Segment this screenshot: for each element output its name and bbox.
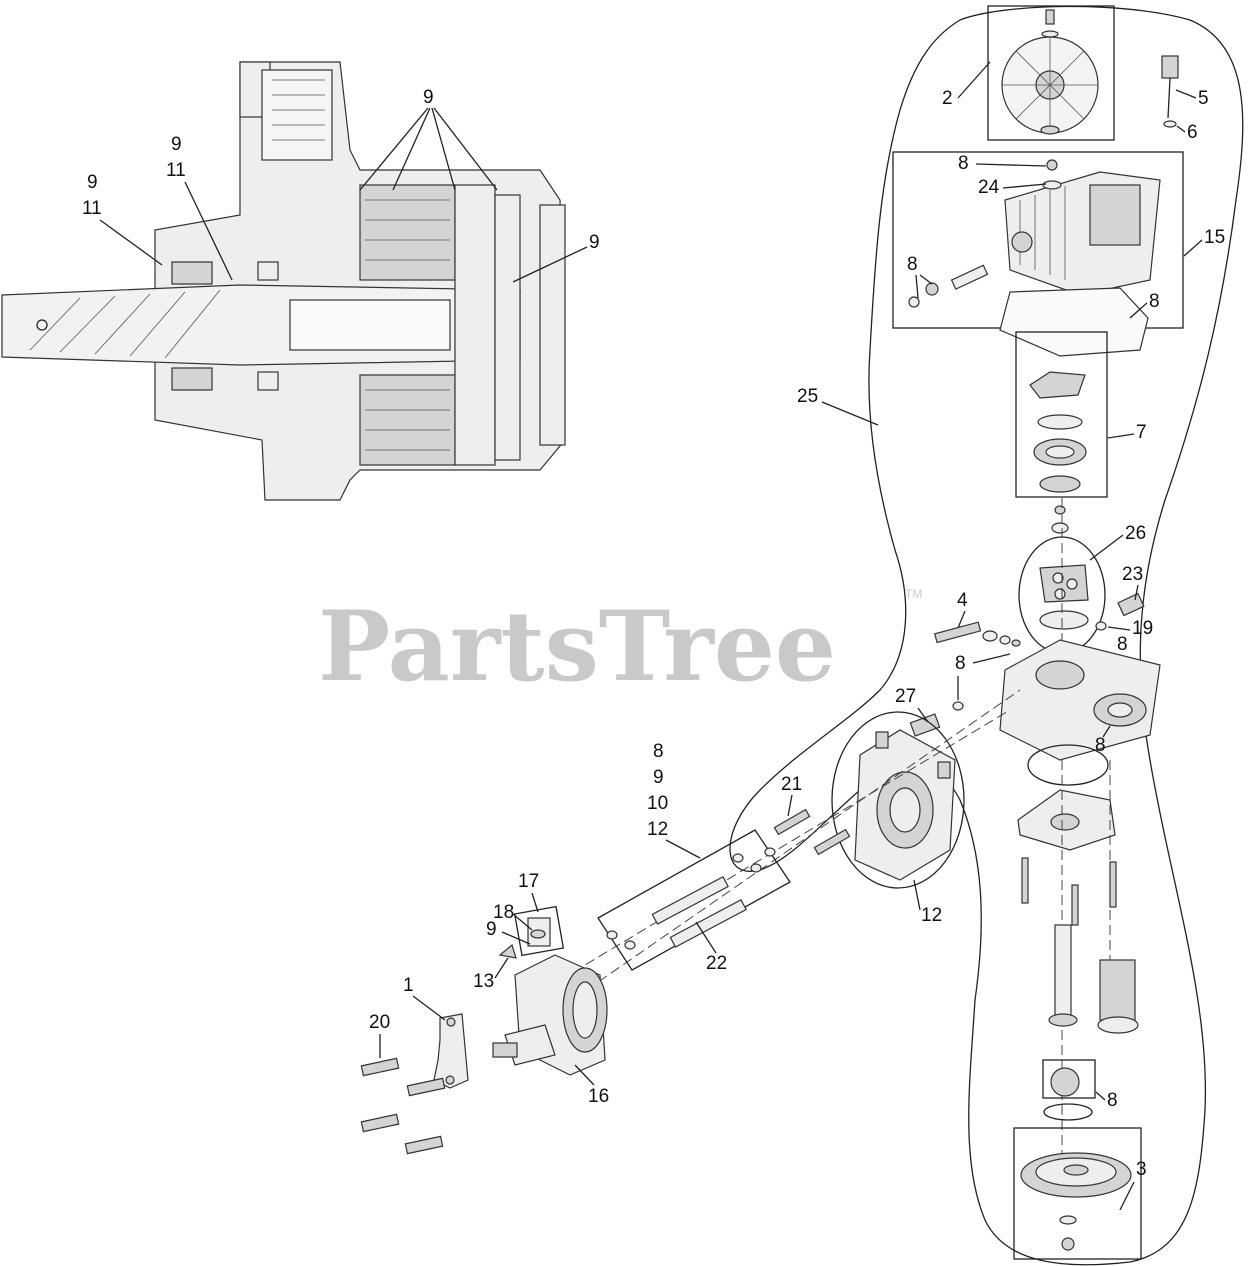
axle-housing-icon — [831, 711, 965, 889]
bearing-box — [1015, 331, 1108, 498]
tube-icon — [606, 847, 776, 950]
callout-1: 1 — [403, 975, 414, 996]
callout-9-a: 9 — [171, 134, 182, 155]
fan-icon — [1001, 9, 1099, 135]
callout-stack-9: 9 — [653, 767, 664, 788]
watermark-text: PartsTree — [318, 590, 836, 703]
callout-8-mid: 8 — [955, 653, 966, 674]
cylinder-block-icon — [1018, 498, 1106, 660]
callout-22: 22 — [706, 953, 727, 974]
valve-icon — [933, 621, 1021, 647]
upper-housing-icon — [908, 159, 1161, 357]
callout-8-left: 8 — [907, 254, 918, 275]
callout-9-b: 9 — [87, 172, 98, 193]
fitting-icon — [1095, 592, 1145, 631]
callout-8-hsg: 8 — [1095, 735, 1106, 756]
fan-box — [987, 5, 1115, 141]
callout-6: 6 — [1187, 122, 1198, 143]
callout-8-bottom: 8 — [1107, 1090, 1118, 1111]
callout-9-top: 9 — [423, 87, 434, 108]
callout-stack-8: 8 — [653, 741, 664, 762]
relief-fitting-icon — [909, 701, 964, 737]
callout-16: 16 — [588, 1086, 609, 1107]
callout-23: 23 — [1122, 564, 1143, 585]
cross-section-callouts: 9 9 11 9 11 9 — [82, 87, 600, 283]
center-section-icon — [999, 639, 1161, 786]
callout-18: 18 — [493, 902, 514, 923]
callout-8-top: 8 — [958, 153, 969, 174]
pump-body-icon — [492, 917, 608, 1076]
hydraulic-tubes-box — [597, 829, 791, 971]
pulley-icon — [1020, 1152, 1132, 1251]
callout-19: 19 — [1132, 618, 1153, 639]
callout-21: 21 — [781, 774, 802, 795]
callout-2: 2 — [942, 88, 953, 109]
callout-stack: 8 9 10 12 — [647, 741, 668, 840]
callout-5: 5 — [1198, 88, 1209, 109]
callout-11-b: 11 — [82, 198, 102, 219]
callout-20: 20 — [369, 1012, 390, 1033]
bolt-20-icon — [360, 1057, 446, 1155]
callout-3: 3 — [1136, 1159, 1147, 1180]
watermark-trademark: TM — [905, 587, 922, 601]
callout-13: 13 — [473, 971, 494, 992]
seal-box — [1042, 1059, 1096, 1099]
callout-15: 15 — [1204, 227, 1225, 248]
callout-4: 4 — [957, 590, 968, 611]
callout-12-right: 12 — [921, 905, 942, 926]
callout-25: 25 — [797, 386, 818, 407]
callout-8-19: 8 — [1117, 634, 1128, 655]
cross-section-view — [1, 61, 566, 501]
callout-stack-12: 12 — [647, 819, 668, 840]
callout-17: 17 — [518, 871, 539, 892]
pulley-box — [1013, 1127, 1142, 1260]
callout-stack-10: 10 — [647, 793, 668, 814]
callout-8-gasket: 8 — [1149, 291, 1160, 312]
callout-9-lower: 9 — [486, 919, 497, 940]
dipstick-icon — [1161, 55, 1179, 128]
callout-9-right: 9 — [589, 232, 600, 253]
motor-plate-icon — [1017, 760, 1139, 1160]
callout-7: 7 — [1136, 422, 1147, 443]
bracket-box — [513, 905, 565, 957]
swashplate-icon — [1029, 371, 1087, 493]
callout-24: 24 — [978, 177, 1000, 198]
callout-27: 27 — [895, 686, 916, 707]
bolt-21-icon — [773, 808, 851, 856]
assembly-outline-25 — [729, 5, 1244, 1266]
bracket-icon — [433, 1013, 469, 1089]
callout-26: 26 — [1125, 523, 1146, 544]
callout-11-a: 11 — [166, 160, 186, 181]
